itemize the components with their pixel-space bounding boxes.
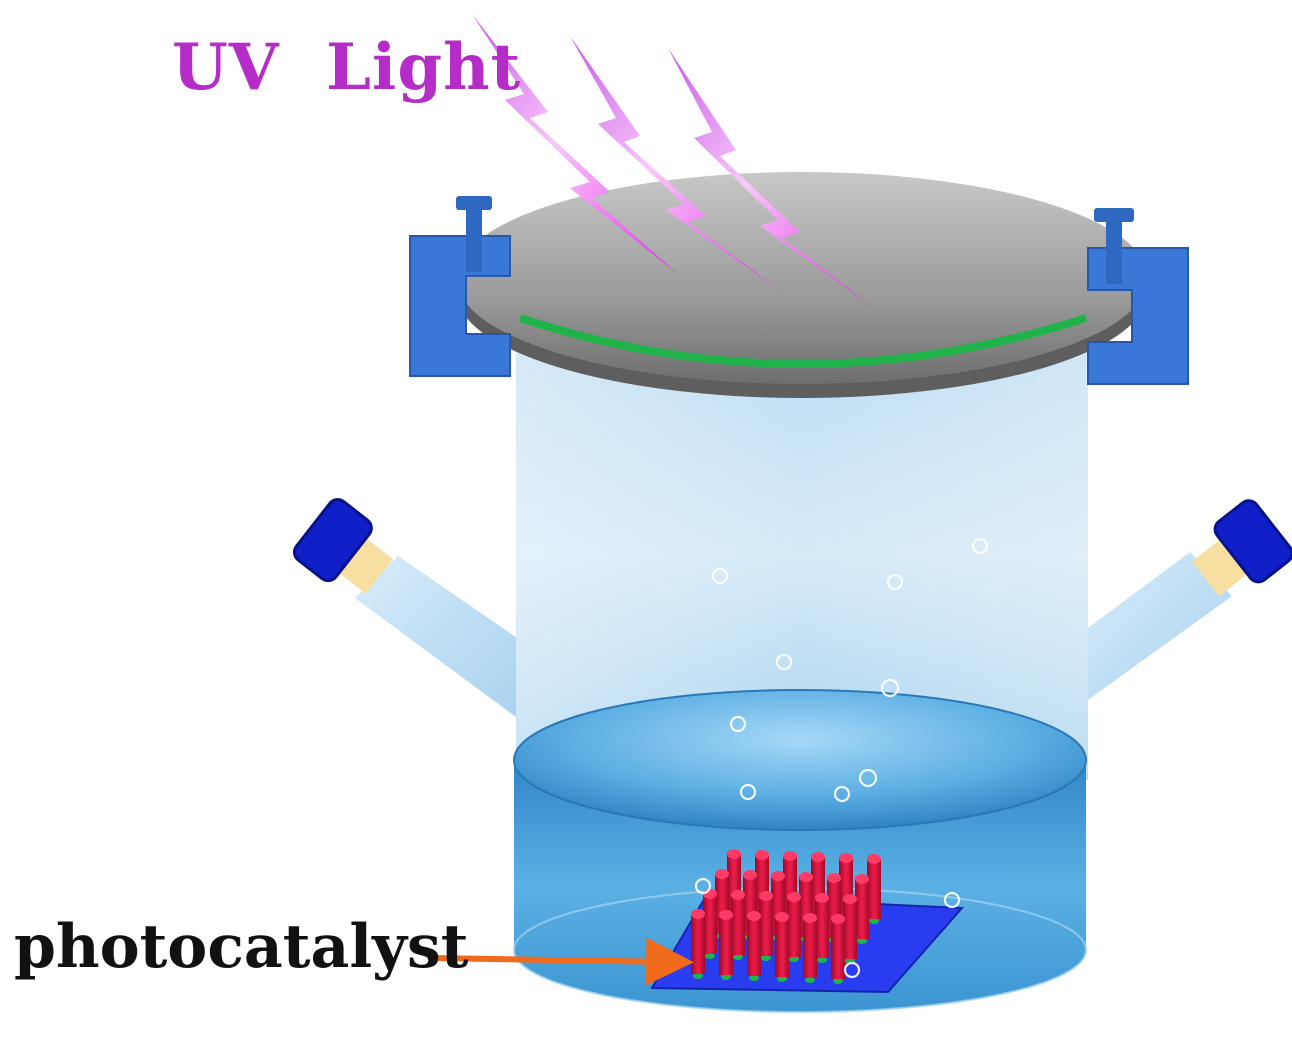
bubble-icon [886,573,904,591]
arrow-icon [431,937,694,986]
nanorod-icon [775,912,789,982]
nanorod-icon [719,910,733,980]
photocatalyst-sample [650,849,965,994]
nanorod-icon [747,911,761,981]
bubble-icon [858,768,878,788]
left-side-port [292,498,520,720]
nanorod-icon [815,893,829,963]
photocatalyst-label: photocatalyst [14,912,469,982]
nanorod-icon [703,889,717,959]
bubble-icon [775,653,793,671]
nanorod-icon [843,894,857,964]
clamp-icon [1087,208,1189,385]
nanorod-icon [855,874,869,944]
bubble-icon [739,783,757,801]
uv-light-label: UV Light [172,30,522,105]
reactor-lid [456,172,1148,398]
nanorod-icon [759,891,773,961]
bubble-icon [833,785,851,803]
nanorod-icon [787,892,801,962]
bubble-icon [971,537,989,555]
nanorod-icon [831,914,845,984]
nanorod-icon [803,913,817,983]
bubble-icon [729,715,747,733]
nanorod-array [691,849,881,984]
seal-ring [518,314,1088,368]
bubble-icon [694,877,712,895]
clamp-icon [409,196,511,377]
bubble-icon [711,567,729,585]
nanorod-icon [691,909,705,979]
bubble-icon [943,891,961,909]
nanorod-icon [731,890,745,960]
right-side-port [1088,499,1292,700]
gas-bubbles [694,537,989,979]
bubble-icon [880,678,900,698]
nanorod-icon [867,854,881,924]
bubble-icon [843,961,861,979]
